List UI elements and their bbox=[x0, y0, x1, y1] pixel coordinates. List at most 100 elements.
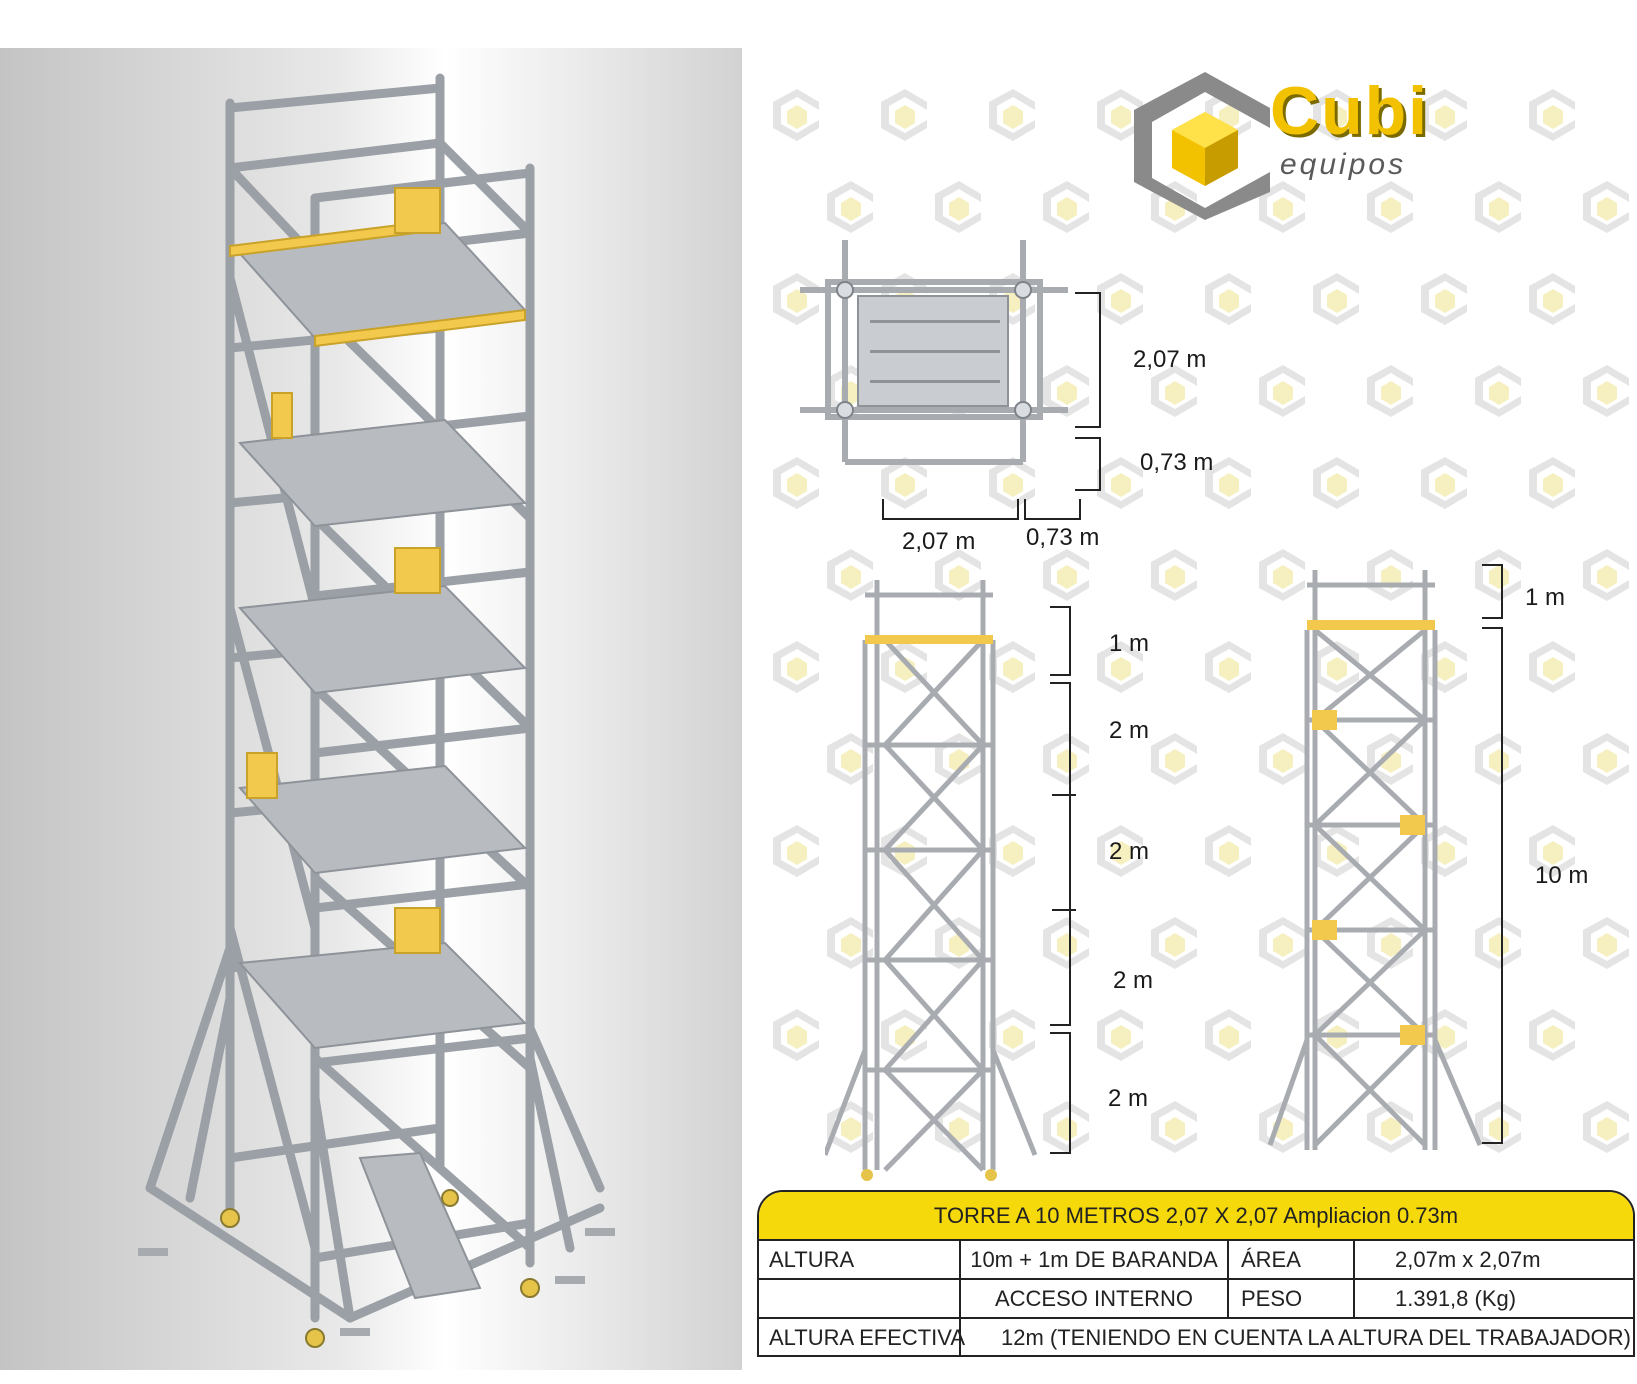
watermark-logo-icon bbox=[1043, 1101, 1089, 1153]
watermark-logo-icon bbox=[1583, 549, 1629, 601]
watermark-logo-icon bbox=[881, 89, 927, 141]
dim-bottom-extension: 0,73 m bbox=[1026, 524, 1100, 551]
spec-row-effective: ALTURA EFECTIVA 12m (TENIENDO EN CUENTA … bbox=[759, 1319, 1633, 1355]
watermark-logo-icon bbox=[1205, 825, 1251, 877]
brand-name: Cubi bbox=[1270, 73, 1430, 149]
tower-top-view bbox=[800, 240, 1068, 465]
watermark-logo-icon bbox=[827, 181, 873, 233]
watermark-logo-icon bbox=[1529, 1009, 1575, 1061]
watermark-logo-icon bbox=[1367, 1101, 1413, 1153]
watermark-logo-icon bbox=[1259, 365, 1305, 417]
watermark-logo-icon bbox=[1151, 549, 1197, 601]
watermark-logo-icon bbox=[1043, 733, 1089, 785]
watermark-logo-icon bbox=[1205, 457, 1251, 509]
spec-label-area: ÁREA bbox=[1227, 1241, 1353, 1278]
front-top-dim: 1 m bbox=[1525, 584, 1566, 611]
watermark-logo-icon bbox=[1151, 733, 1197, 785]
watermark-logo-icon bbox=[1475, 733, 1521, 785]
spec-value-height: 10m + 1m DE BARANDA bbox=[959, 1241, 1227, 1278]
watermark-logo-icon bbox=[1421, 457, 1467, 509]
watermark-logo-icon bbox=[1151, 917, 1197, 969]
watermark-logo-icon bbox=[1205, 1009, 1251, 1061]
watermark-logo-icon bbox=[1043, 365, 1089, 417]
watermark-logo-icon bbox=[1097, 457, 1143, 509]
watermark-logo-icon bbox=[1259, 549, 1305, 601]
watermark-logo-icon bbox=[1529, 825, 1575, 877]
watermark-logo-icon bbox=[1313, 457, 1359, 509]
watermark-logo-icon bbox=[935, 1101, 981, 1153]
watermark-logo-icon bbox=[989, 89, 1035, 141]
watermark-logo-icon bbox=[773, 273, 819, 325]
watermark-logo-icon bbox=[773, 641, 819, 693]
brand-subtitle: equipos bbox=[1280, 148, 1407, 181]
spec-label-empty bbox=[769, 1280, 967, 1317]
watermark-logo-icon bbox=[935, 181, 981, 233]
side-segment-3: 2 m bbox=[1109, 838, 1150, 865]
spec-table-title: TORRE A 10 METROS 2,07 X 2,07 Ampliacion… bbox=[759, 1192, 1633, 1241]
side-segment-4: 2 m bbox=[1113, 967, 1154, 994]
watermark-logo-icon bbox=[1475, 365, 1521, 417]
watermark-logo-icon bbox=[1583, 1101, 1629, 1153]
spec-label-effective: ALTURA EFECTIVA bbox=[769, 1325, 966, 1350]
top-view-bottom-dim-lines bbox=[882, 499, 1081, 520]
spec-row-access: ACCESO INTERNO PESO 1.391,8 (Kg) bbox=[759, 1280, 1633, 1319]
side-segment-1: 1 m bbox=[1109, 630, 1150, 657]
watermark-logo-icon bbox=[1259, 917, 1305, 969]
watermark-logo-icon bbox=[1475, 549, 1521, 601]
spec-label-height: ALTURA bbox=[769, 1247, 855, 1272]
watermark-logo-icon bbox=[1097, 641, 1143, 693]
front-main-dim: 10 m bbox=[1535, 862, 1589, 889]
watermark-logo-icon bbox=[827, 549, 873, 601]
watermark-logo-icon bbox=[1043, 549, 1089, 601]
tower-3d-render bbox=[0, 48, 742, 1370]
watermark-logo-icon bbox=[1367, 365, 1413, 417]
tower-side-view bbox=[825, 580, 1038, 1181]
watermark-logo-icon bbox=[1475, 1101, 1521, 1153]
watermark-logo-icon bbox=[1097, 1009, 1143, 1061]
watermark-logo-icon bbox=[1529, 273, 1575, 325]
watermark-logo-icon bbox=[1529, 641, 1575, 693]
watermark-logo-icon bbox=[881, 641, 927, 693]
side-segment-2: 2 m bbox=[1109, 717, 1150, 744]
watermark-logo-icon bbox=[1097, 825, 1143, 877]
watermark-logo-icon bbox=[1259, 181, 1305, 233]
dim-top-width: 2,07 m bbox=[1133, 346, 1207, 373]
watermark-logo-icon bbox=[1583, 917, 1629, 969]
watermark-logo-icon bbox=[1043, 181, 1089, 233]
watermark-logo-icon bbox=[989, 825, 1035, 877]
watermark-logo-icon bbox=[1583, 733, 1629, 785]
tower-front-view bbox=[1267, 570, 1483, 1150]
watermark-logo-icon bbox=[1475, 917, 1521, 969]
spec-table: TORRE A 10 METROS 2,07 X 2,07 Ampliacion… bbox=[757, 1190, 1635, 1357]
watermark-logo-icon bbox=[1475, 181, 1521, 233]
watermark-logo-icon bbox=[1043, 917, 1089, 969]
watermark-logo-icon bbox=[1529, 457, 1575, 509]
dim-bottom-width: 2,07 m bbox=[902, 528, 976, 555]
watermark-logo-icon bbox=[1421, 89, 1467, 141]
spec-value-access: ACCESO INTERNO bbox=[959, 1280, 1227, 1317]
watermark-logo-icon bbox=[1313, 89, 1359, 141]
watermark-logo-icon bbox=[1583, 181, 1629, 233]
watermark-logo-icon bbox=[881, 825, 927, 877]
watermark-logo-icon bbox=[881, 457, 927, 509]
watermark-logo-icon bbox=[1205, 641, 1251, 693]
watermark-logo-icon bbox=[989, 641, 1035, 693]
watermark-logo-icon bbox=[773, 825, 819, 877]
watermark-logo-icon bbox=[1529, 89, 1575, 141]
top-view-right-dim-lines bbox=[1075, 292, 1101, 491]
watermark-logo-icon bbox=[935, 549, 981, 601]
watermark-logo-icon bbox=[1421, 273, 1467, 325]
side-segment-5: 2 m bbox=[1108, 1085, 1149, 1112]
watermark-logo-icon bbox=[773, 457, 819, 509]
scaffold-3d-illustration bbox=[138, 73, 615, 1348]
watermark-logo-icon bbox=[989, 457, 1035, 509]
watermark-logo-icon bbox=[1583, 365, 1629, 417]
spec-label-weight: PESO bbox=[1227, 1280, 1353, 1317]
front-view-dim-bracket bbox=[1482, 564, 1503, 1144]
watermark-logo-icon bbox=[1097, 273, 1143, 325]
dim-top-extension: 0,73 m bbox=[1140, 449, 1214, 476]
watermark-logo-icon bbox=[1151, 1101, 1197, 1153]
side-view-dim-bracket bbox=[1050, 606, 1076, 1154]
watermark-logo-icon bbox=[1313, 825, 1359, 877]
watermark-logo-icon bbox=[773, 1009, 819, 1061]
